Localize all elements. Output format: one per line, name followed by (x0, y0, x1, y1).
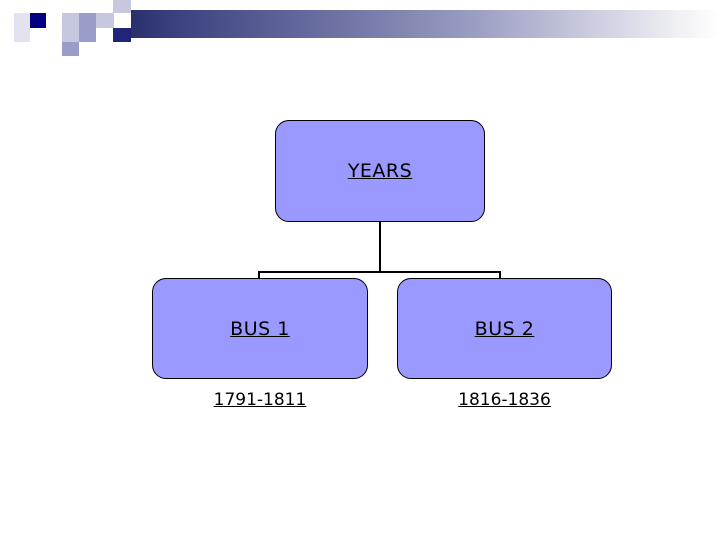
square-lav-mid-b (79, 28, 96, 42)
header-gradient-bar (131, 10, 720, 38)
node-label-bus1: BUS 1 (230, 317, 290, 340)
square-lav-light-a (62, 13, 79, 28)
node-caption-bus1: 1791-1811 (213, 390, 307, 410)
node-label-years: YEARS (347, 160, 413, 182)
square-lav-light-b (96, 13, 114, 28)
connector-drop-left (258, 271, 260, 280)
square-lav-mid-a (79, 13, 96, 28)
node-caption-bus2: 1816-1836 (458, 390, 551, 410)
square-lav-light-d (62, 28, 79, 42)
connector-crossbar (258, 271, 501, 273)
node-box-bus1[interactable]: BUS 1 (152, 278, 368, 379)
node-box-bus2[interactable]: BUS 2 (397, 278, 612, 379)
square-lav-mid-c (62, 42, 79, 56)
square-navy-dark (30, 13, 46, 28)
node-label-bus2: BUS 2 (474, 317, 535, 340)
node-box-years[interactable]: YEARS (275, 120, 485, 222)
square-lav-pale-a (14, 13, 30, 28)
square-lav-light-c (113, 0, 131, 13)
slide-header-decoration (0, 0, 720, 56)
connector-drop-right (499, 271, 501, 280)
square-lav-pale-b (14, 28, 30, 42)
connector-stem-vertical (379, 222, 381, 273)
square-navy-b (113, 28, 131, 42)
